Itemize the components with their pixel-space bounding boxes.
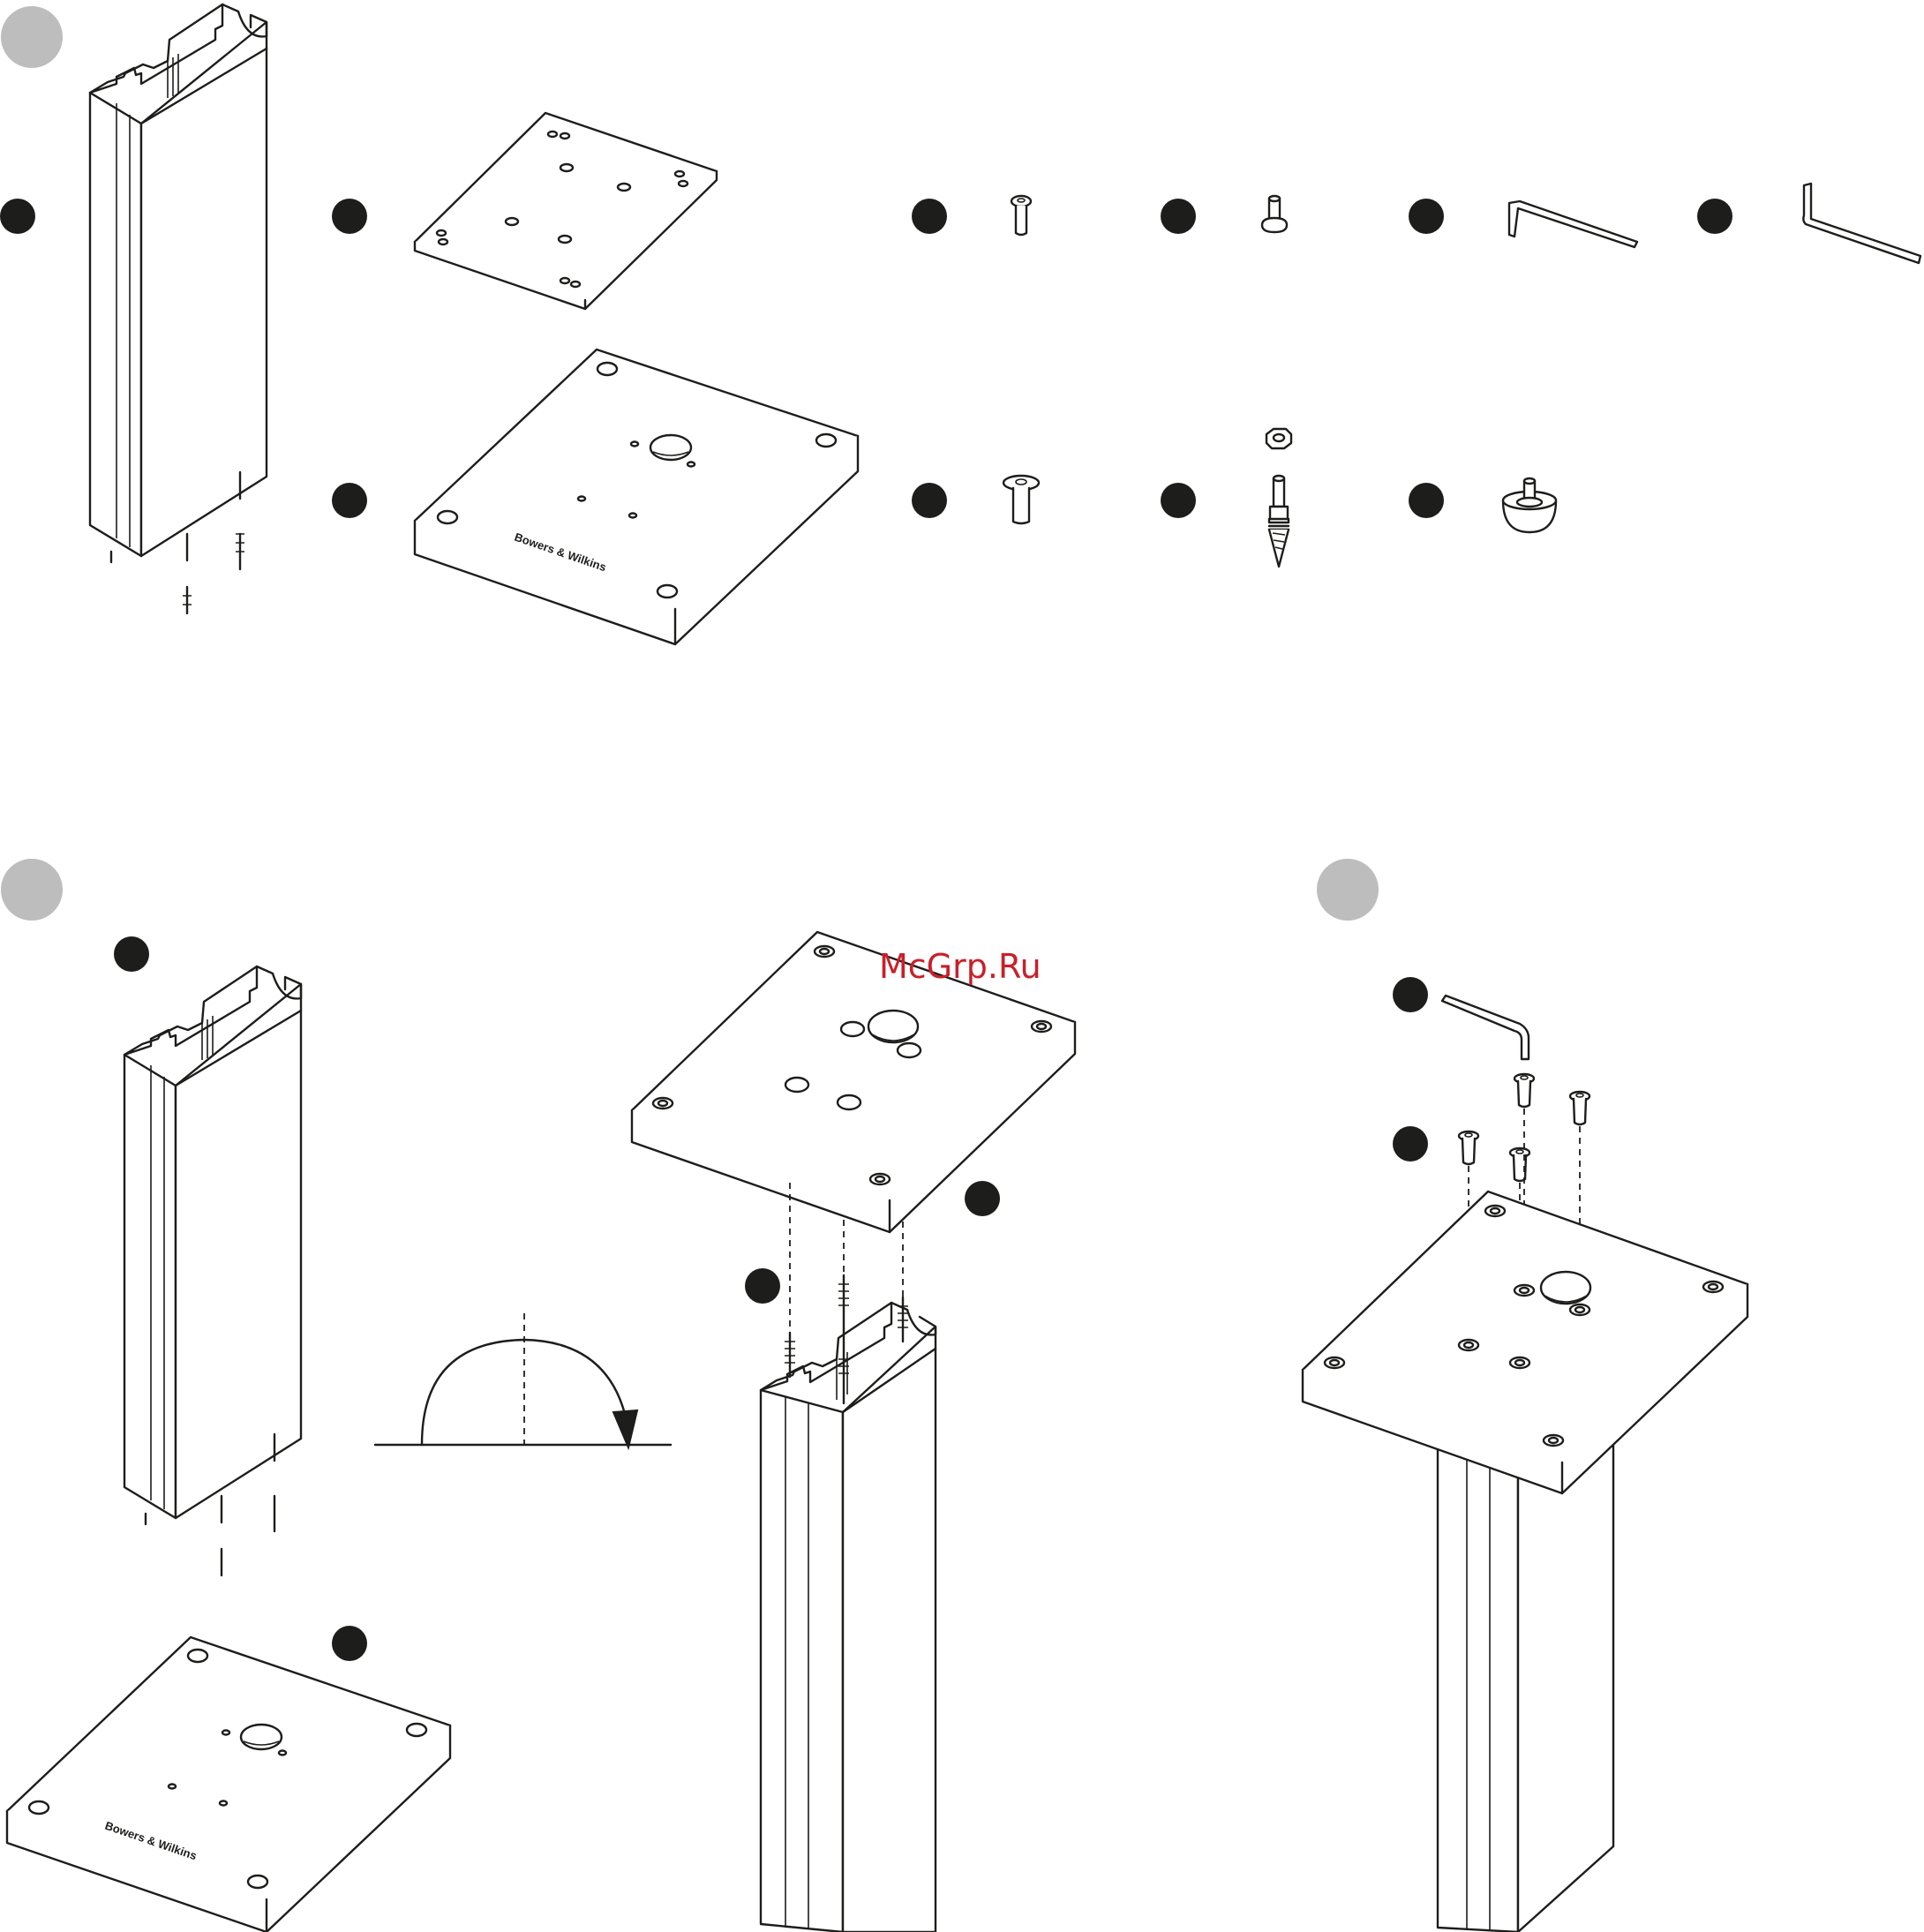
step2-pillar-inverted [761, 1275, 936, 1932]
step-marker-3 [1317, 859, 1379, 921]
step2-pillar [124, 966, 301, 1575]
callout-step2-top-plate [965, 1181, 1000, 1216]
allen-key-icon [1509, 201, 1637, 247]
callout-spike [1161, 483, 1196, 518]
button-screw-icon [1262, 196, 1287, 232]
callout-top-plate [332, 199, 367, 234]
callout-step3-screws [1393, 1126, 1428, 1161]
watermark: McGrp.Ru [879, 947, 1041, 986]
step3-screw-2 [1570, 1092, 1590, 1124]
top-plate-part [415, 113, 717, 309]
callout-allen-key-small [1409, 199, 1444, 234]
step3-top-plate [1303, 1192, 1747, 1493]
step3-allen-key [1442, 996, 1529, 1059]
spike-icon [1269, 476, 1289, 567]
step3-screw-4 [1510, 1148, 1529, 1181]
step3-screw-3 [1459, 1131, 1478, 1164]
callout-flange-screw [912, 483, 947, 518]
callout-step2-base [332, 1626, 367, 1661]
callout-screw-small [912, 199, 947, 234]
callout-pillar [0, 199, 35, 234]
callout-step2-pillar [114, 936, 149, 972]
flange-screw-icon [1003, 476, 1039, 523]
step3-pillar [1438, 1412, 1613, 1932]
callout-base-plinth [332, 483, 367, 518]
step3-screw-1 [1514, 1074, 1534, 1107]
step-marker-2 [1, 859, 63, 921]
nut-icon [1266, 429, 1291, 448]
step2-base-plinth: Bowers & Wilkins [7, 1637, 450, 1932]
step-marker-1 [1, 6, 63, 68]
base-plinth-part: Bowers & Wilkins [415, 350, 858, 644]
screw-icon [1011, 196, 1031, 235]
allen-key-large-icon [1803, 184, 1920, 263]
rotate-arrow-icon [375, 1313, 671, 1447]
pillar-part [90, 4, 267, 613]
callout-button-screw [1161, 199, 1196, 234]
callout-foot [1409, 483, 1444, 518]
callout-step2-bolts [745, 1268, 780, 1304]
callout-allen-key-large [1697, 199, 1732, 234]
foot-icon [1503, 478, 1556, 532]
callout-step3-allen-key [1393, 977, 1428, 1012]
